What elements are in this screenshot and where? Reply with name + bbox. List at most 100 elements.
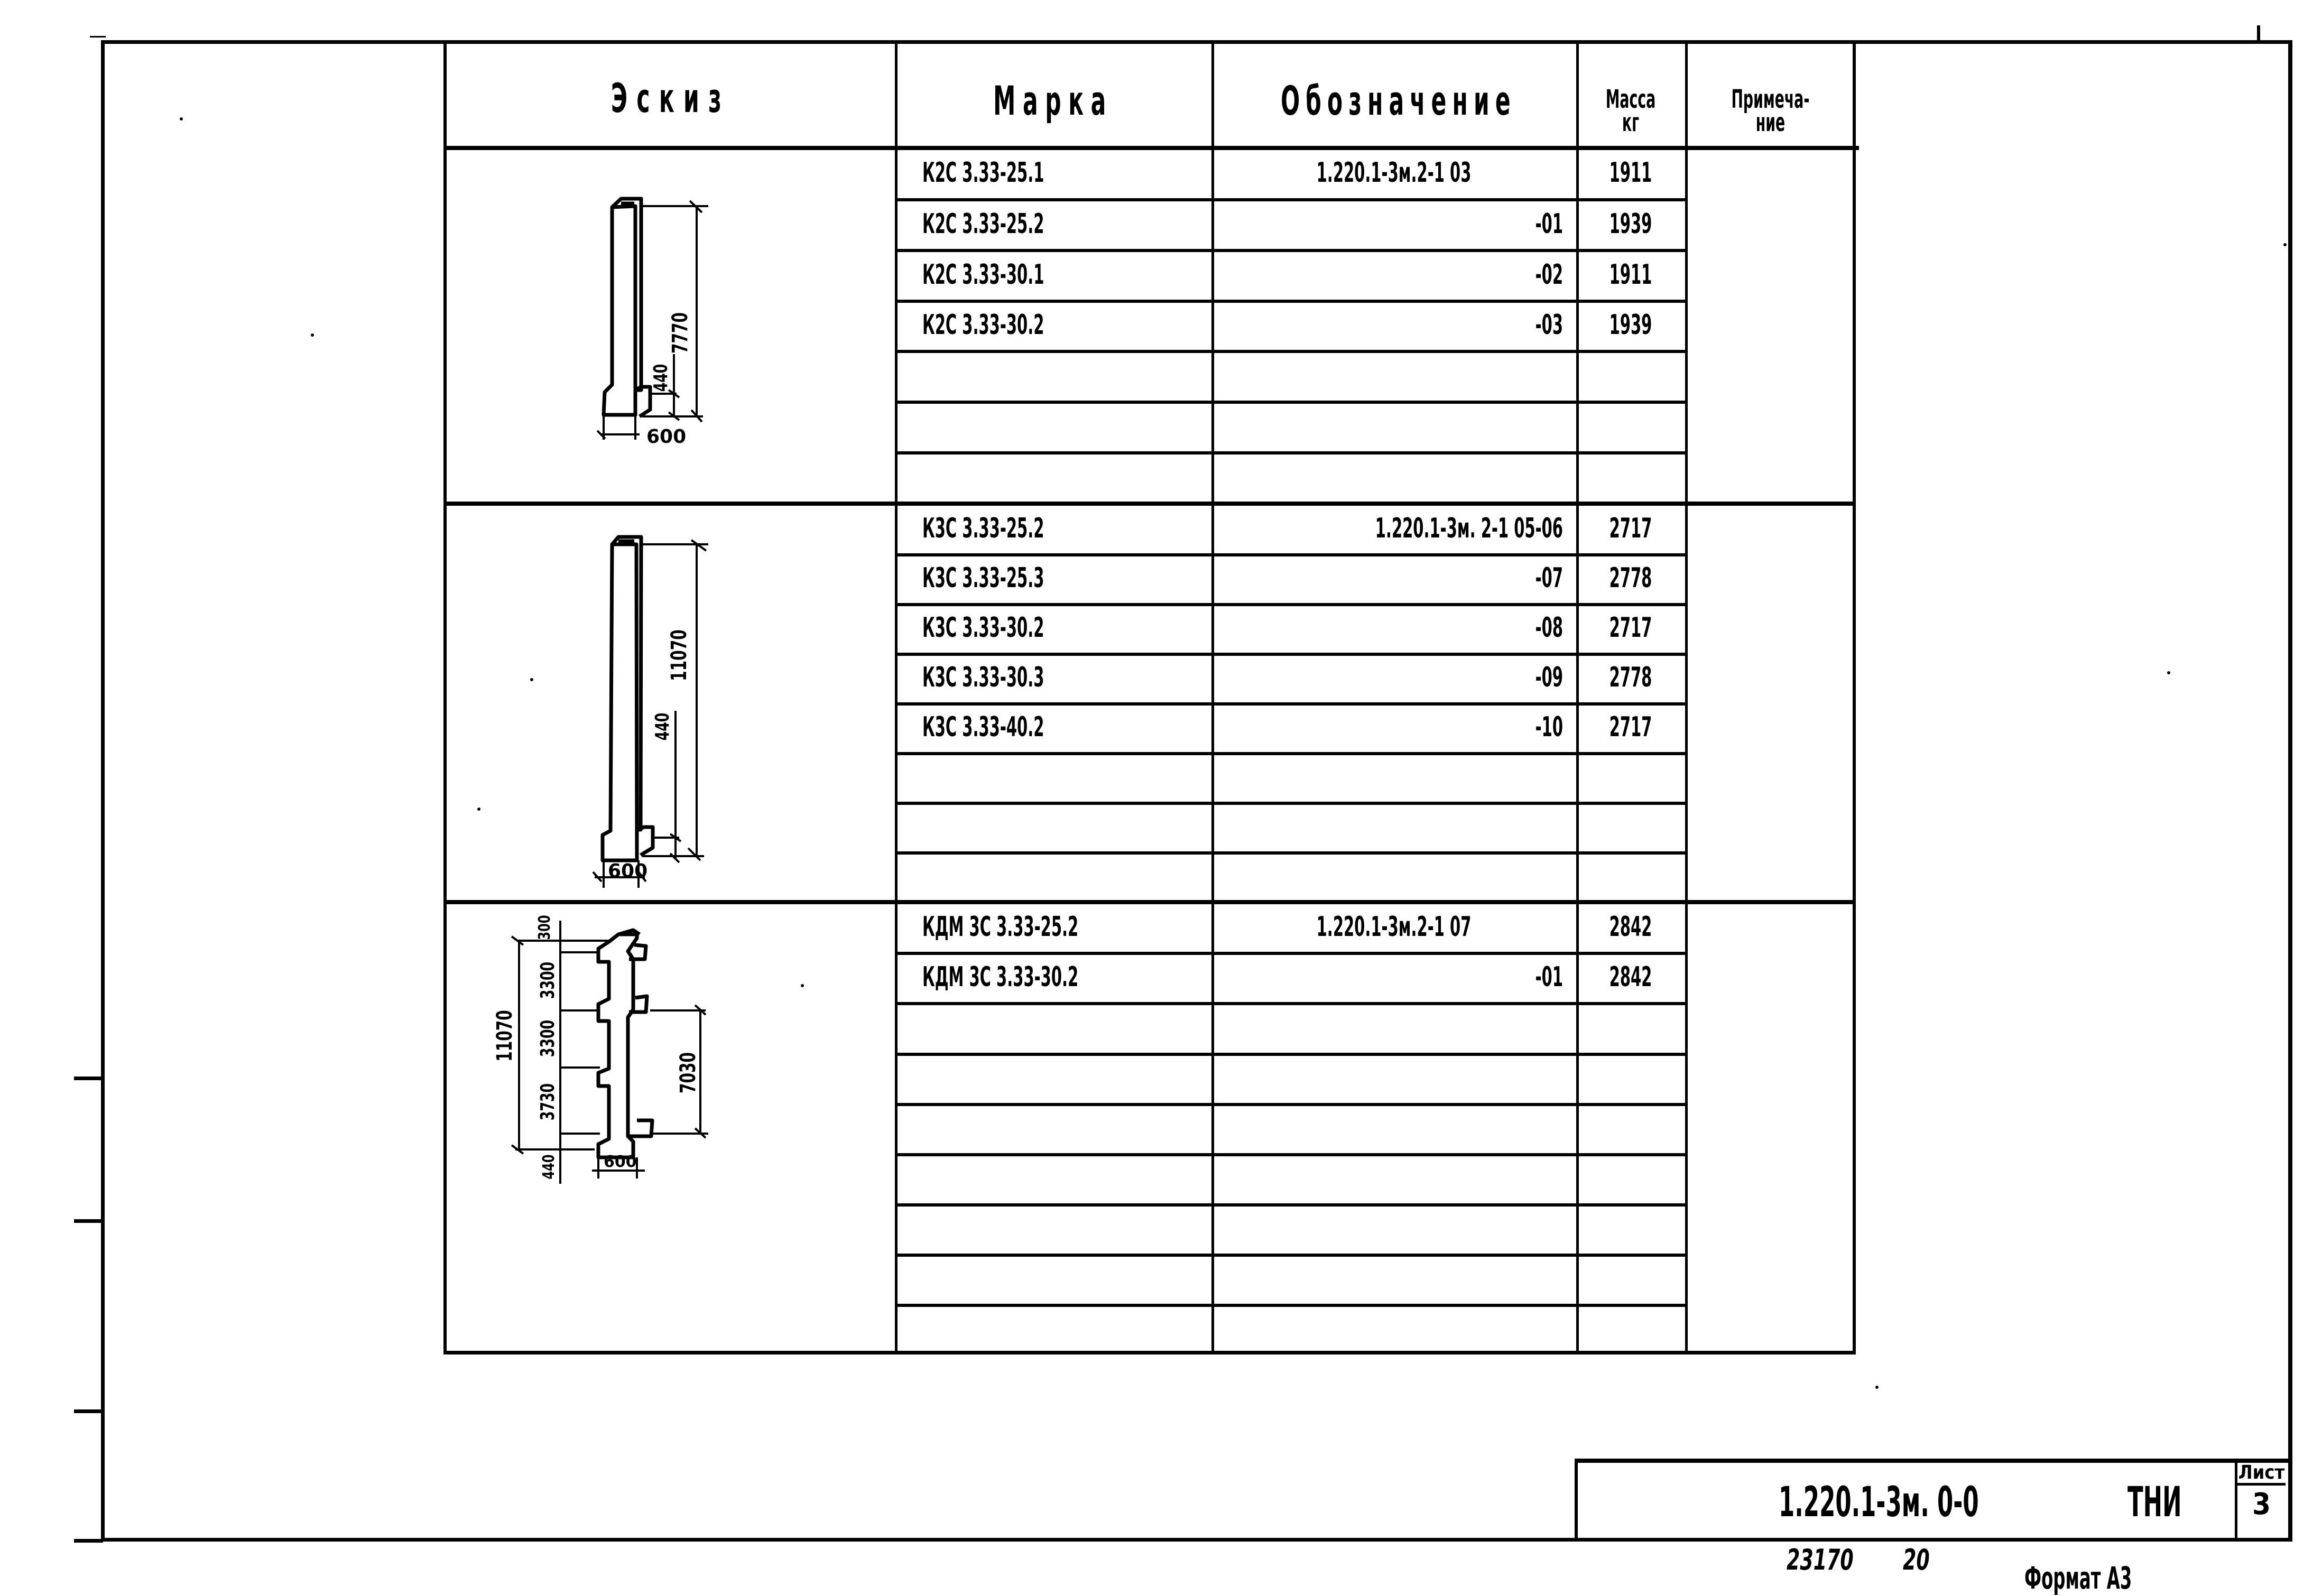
sketch-column-k2c: 7770 440 600 xyxy=(596,197,708,448)
designation-cell: -08 xyxy=(1535,612,1563,644)
dim-segment3: 3730 xyxy=(537,1083,559,1120)
header-sketch: Эскиз xyxy=(610,75,731,122)
dim-console: 440 xyxy=(650,364,672,392)
col-divider-1 xyxy=(895,40,898,1351)
designation-cell: 1.220.1-3м.2-1 07 xyxy=(1316,911,1472,943)
col-divider-2 xyxy=(1211,40,1214,1351)
mass-cell: 1939 xyxy=(1609,309,1652,341)
dim-segment2: 3300 xyxy=(537,1020,559,1057)
mass-cell: 2717 xyxy=(1609,711,1652,743)
inventory-suffix: 20 xyxy=(1903,1543,1930,1576)
row-line xyxy=(895,851,1688,855)
col-divider-4 xyxy=(1685,40,1688,1351)
header-note-line2: ние xyxy=(1755,108,1786,137)
row-line xyxy=(895,401,1688,404)
designation-cell: -02 xyxy=(1535,259,1563,291)
mark-cell: К3С 3.33-30.3 xyxy=(922,662,1044,693)
dim-right: 7030 xyxy=(676,1052,700,1093)
sheet-box: Лист 3 xyxy=(2235,1463,2286,1538)
group-divider-2 xyxy=(447,900,1856,904)
sketch-column-k3c: 11070 440 600 xyxy=(592,535,708,888)
scan-speck xyxy=(477,808,480,811)
scan-speck xyxy=(530,678,533,681)
designation-cell: -01 xyxy=(1535,961,1563,993)
header-mass: Масса кг xyxy=(1597,85,1664,137)
designation-cell: -07 xyxy=(1535,562,1563,594)
row-line xyxy=(895,553,1688,556)
mass-cell: 1911 xyxy=(1609,157,1652,189)
row-line xyxy=(895,802,1688,805)
dim-top: 300 xyxy=(535,915,554,940)
dim-bottom: 440 xyxy=(540,1155,558,1180)
drawing-frame xyxy=(101,40,2292,1542)
row-line xyxy=(895,653,1688,656)
binding-tick-3 xyxy=(74,1409,103,1413)
row-line xyxy=(895,1103,1688,1106)
row-line xyxy=(895,752,1688,755)
scan-speck xyxy=(2283,243,2287,246)
row-line xyxy=(895,1203,1688,1207)
header-note: Примеча- ние xyxy=(1717,85,1823,137)
designation-cell: -09 xyxy=(1535,662,1563,693)
binding-tick-2 xyxy=(74,1219,103,1223)
sheet-label: Лист xyxy=(2237,1463,2286,1486)
dim-segment1: 3300 xyxy=(537,962,559,999)
row-line xyxy=(895,1053,1688,1056)
row-line xyxy=(895,1153,1688,1156)
dim-width: 600 xyxy=(646,426,686,448)
dim-width: 600 xyxy=(608,860,647,882)
row-line xyxy=(895,1002,1688,1005)
frame-top-left-extension xyxy=(90,36,106,38)
scan-speck xyxy=(180,117,183,120)
designation-cell: 1.220.1-3м. 2-1 05-06 xyxy=(1375,513,1563,544)
scan-speck xyxy=(801,984,804,987)
mark-cell: К2С 3.33-30.1 xyxy=(922,259,1044,291)
dim-height: 11070 xyxy=(667,629,691,681)
mark-cell: КДМ 3С 3.33-25.2 xyxy=(922,911,1079,943)
binding-tick-1 xyxy=(74,1077,103,1080)
scan-speck xyxy=(311,333,314,337)
header-note-line1: Примеча- xyxy=(1731,85,1810,114)
sheet-number: 3 xyxy=(2252,1487,2271,1521)
inventory-number: 23170 xyxy=(1787,1543,1854,1576)
header-divider xyxy=(447,146,1859,150)
scan-speck xyxy=(1875,1386,1879,1389)
mass-cell: 2717 xyxy=(1609,612,1652,644)
binding-tick-bottom xyxy=(74,1539,103,1543)
format-label: Формат А3 xyxy=(2024,1560,2132,1596)
row-line xyxy=(895,249,1688,252)
row-line xyxy=(895,350,1688,353)
title-block: 1.220.1-3м. 0-0 ТНИ xyxy=(1575,1459,2292,1542)
document-suffix: ТНИ xyxy=(2127,1479,2182,1526)
row-line xyxy=(895,451,1688,454)
designation-cell: -01 xyxy=(1535,208,1563,240)
mark-cell: К2С 3.33-25.2 xyxy=(922,208,1044,240)
mark-cell: К3С 3.33-30.2 xyxy=(922,612,1044,644)
dim-console: 440 xyxy=(652,713,674,741)
row-line xyxy=(895,603,1688,606)
designation-cell: -03 xyxy=(1535,309,1563,341)
dim-width: 600 xyxy=(604,1153,637,1171)
group-divider-1 xyxy=(447,502,1856,506)
mark-cell: К2С 3.33-30.2 xyxy=(922,309,1044,341)
row-line xyxy=(895,1304,1688,1307)
top-right-stub xyxy=(2257,25,2260,41)
mass-cell: 2717 xyxy=(1609,513,1652,544)
document-code: 1.220.1-3м. 0-0 xyxy=(1779,1479,1979,1526)
scan-speck xyxy=(2167,671,2170,674)
header-mass-line2: кг xyxy=(1622,108,1640,137)
row-line xyxy=(895,198,1688,201)
row-line xyxy=(895,1254,1688,1257)
mass-cell: 1939 xyxy=(1609,208,1652,240)
dim-height: 7770 xyxy=(668,312,692,354)
mark-cell: К3С 3.33-25.2 xyxy=(922,513,1044,544)
mark-cell: К3С 3.33-40.2 xyxy=(922,711,1044,743)
col-divider-3 xyxy=(1576,40,1579,1351)
row-line xyxy=(895,952,1688,955)
mass-cell: 2842 xyxy=(1609,961,1652,993)
header-mark: Марка xyxy=(993,77,1113,124)
designation-cell: 1.220.1-3м.2-1 03 xyxy=(1316,157,1472,189)
sketch-column-kdm3c: 300 11070 3300 3300 3730 440 7030 600 xyxy=(493,915,708,1184)
specification-table: Эскиз Марка Обозначение Масса кг Примеча… xyxy=(443,40,1859,1354)
header-mass-line1: Масса xyxy=(1605,85,1656,114)
